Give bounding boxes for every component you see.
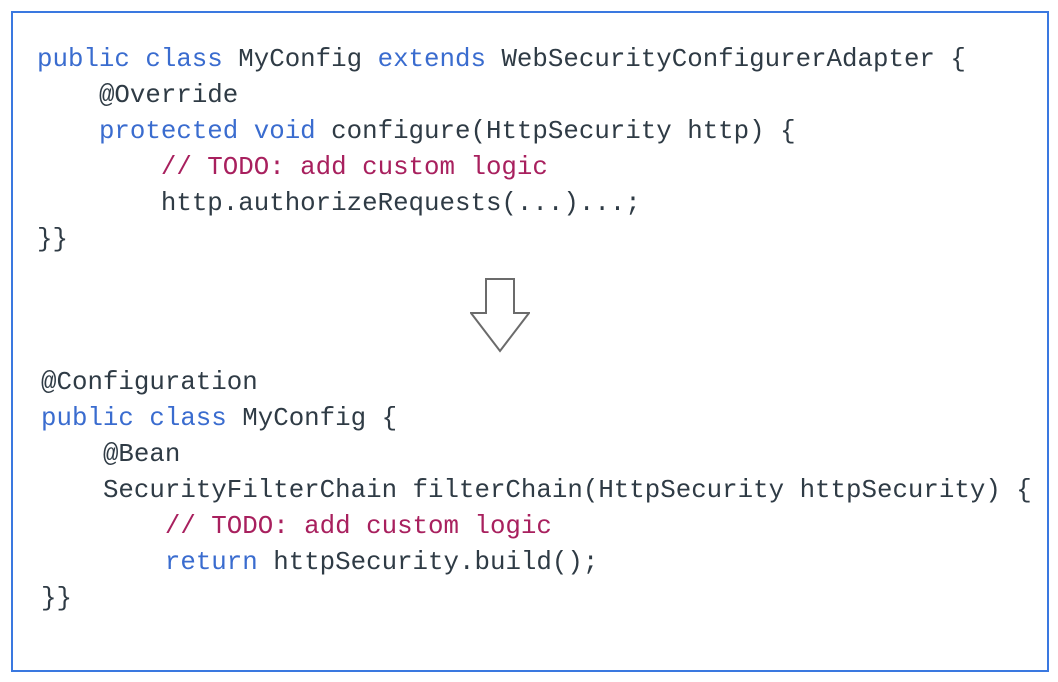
keyword-token: return [164, 548, 258, 577]
keyword-token: extends [377, 45, 486, 74]
comment-token: // TODO: add custom logic [160, 153, 548, 182]
code-block-after: @Configuration public class MyConfig { @B… [41, 365, 1032, 617]
code-token: @Configuration [41, 368, 258, 397]
code-line: @Override [37, 78, 966, 114]
diagram-frame [11, 11, 1049, 672]
code-token: httpSecurity.build(); [257, 548, 599, 577]
keyword-token: protected void [98, 117, 316, 146]
code-token: configure(HttpSecurity http) { [315, 117, 796, 146]
code-line: // TODO: add custom logic [41, 509, 1032, 545]
code-token: }} [41, 584, 72, 613]
code-block-before: public class MyConfig extends WebSecurit… [37, 42, 966, 258]
code-token: MyConfig { [226, 404, 398, 433]
keyword-token: public class [37, 45, 223, 74]
code-token: }} [37, 225, 68, 254]
code-line: // TODO: add custom logic [37, 150, 966, 186]
code-token: MyConfig [222, 45, 378, 74]
code-line: }} [41, 581, 1032, 617]
code-line: public class MyConfig { [41, 401, 1032, 437]
code-token: SecurityFilterChain filterChain(HttpSecu… [102, 476, 1032, 505]
code-line: @Bean [41, 437, 1032, 473]
code-line: }} [37, 222, 966, 258]
code-line: return httpSecurity.build(); [41, 545, 1032, 581]
code-token: @Bean [102, 440, 181, 469]
code-line: http.authorizeRequests(...)...; [37, 186, 966, 222]
code-token: http.authorizeRequests(...)...; [160, 189, 641, 218]
code-line: protected void configure(HttpSecurity ht… [37, 114, 966, 150]
comment-token: // TODO: add custom logic [164, 512, 552, 541]
code-token: @Override [98, 81, 239, 110]
keyword-token: public class [41, 404, 227, 433]
down-arrow-icon [470, 278, 530, 353]
code-line: @Configuration [41, 365, 1032, 401]
code-line: public class MyConfig extends WebSecurit… [37, 42, 966, 78]
code-token: WebSecurityConfigurerAdapter { [485, 45, 966, 74]
code-line: SecurityFilterChain filterChain(HttpSecu… [41, 473, 1032, 509]
